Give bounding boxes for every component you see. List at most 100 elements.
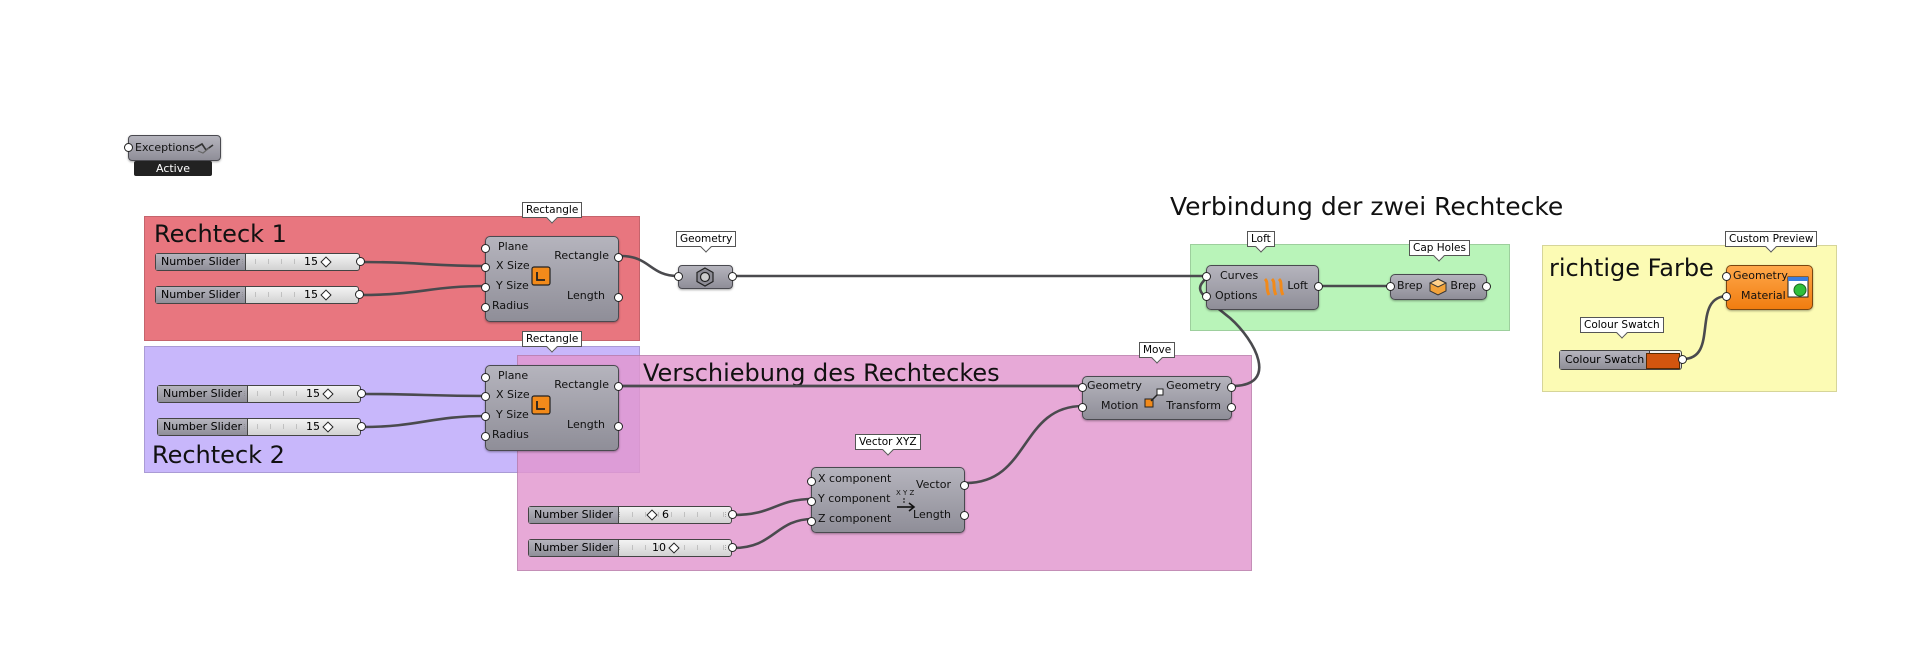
number-slider[interactable]: Number Slider 10 <box>528 539 737 557</box>
input-pin[interactable] <box>481 373 490 382</box>
output-pin[interactable] <box>1227 383 1236 392</box>
rectangle-icon <box>531 266 551 286</box>
input-z-component: Z component <box>818 512 892 525</box>
input-pin[interactable] <box>1202 292 1211 301</box>
input-motion: Motion <box>1101 399 1139 412</box>
input-pin[interactable] <box>481 412 490 421</box>
number-slider[interactable]: Number Slider 15 <box>155 286 364 304</box>
wire-slider5-ycomp <box>732 497 814 517</box>
slider-label: Number Slider <box>156 254 247 270</box>
move-component[interactable]: Geometry Motion Geometry Transform <box>1078 376 1236 420</box>
swatch-color[interactable] <box>1646 353 1680 369</box>
slider-knob[interactable] <box>322 388 334 400</box>
slider-value: 10 <box>652 541 666 554</box>
input-plane: Plane <box>498 240 529 253</box>
input-pin[interactable] <box>481 283 490 292</box>
input-pin[interactable] <box>481 392 490 401</box>
loft-component[interactable]: Curves Options Loft <box>1202 265 1323 310</box>
output-pin[interactable] <box>357 389 366 398</box>
input-pin[interactable] <box>481 263 490 272</box>
output-pin[interactable] <box>728 272 737 281</box>
input-pin[interactable] <box>807 477 816 486</box>
input-pin[interactable] <box>1722 272 1731 281</box>
slider-label: Number Slider <box>156 287 247 303</box>
output-pin[interactable] <box>614 253 623 262</box>
input-x-component: X component <box>818 472 892 485</box>
geometry-parameter[interactable] <box>674 265 737 289</box>
input-pin[interactable] <box>481 432 490 441</box>
output-length: Length <box>913 508 951 521</box>
output-pin[interactable] <box>728 510 737 519</box>
slider-knob[interactable] <box>320 289 332 301</box>
custom-preview-component[interactable]: Geometry Material <box>1722 265 1813 310</box>
slider-value: 15 <box>306 420 320 433</box>
input-pin[interactable] <box>1722 292 1731 301</box>
wire-slider4-ysize <box>361 414 488 429</box>
output-pin[interactable] <box>1314 282 1323 291</box>
output-length: Length <box>567 418 605 431</box>
group-title-verbindung: Verbindung der zwei Rechtecke <box>1170 192 1564 221</box>
tag-cap-holes: Cap Holes <box>1409 240 1470 256</box>
tag-vector-xyz: Vector XYZ <box>855 434 921 450</box>
number-slider[interactable]: Number Slider 15 <box>157 418 366 436</box>
output-brep: Brep <box>1450 279 1476 292</box>
move-icon <box>1144 388 1164 408</box>
output-pin[interactable] <box>614 422 623 431</box>
output-pin[interactable] <box>1482 282 1491 291</box>
input-geometry: Geometry <box>1087 379 1142 392</box>
wire-slider1-xsize <box>360 260 488 268</box>
cap-holes-component[interactable]: Brep Brep <box>1386 274 1491 300</box>
output-pin[interactable] <box>960 481 969 490</box>
slider-label: Number Slider <box>158 419 249 435</box>
input-pin[interactable] <box>674 272 683 281</box>
rectangle-component-1[interactable]: Plane X Size Y Size Radius Rectangle Len… <box>481 236 623 322</box>
input-pin[interactable] <box>124 143 133 152</box>
wire-slider2-ysize <box>359 284 488 297</box>
loft-icon <box>1263 277 1285 296</box>
output-pin[interactable] <box>357 422 366 431</box>
output-pin[interactable] <box>728 543 737 552</box>
output-pin[interactable] <box>614 382 623 391</box>
tag-rectangle-2: Rectangle <box>522 331 583 347</box>
number-slider[interactable]: Number Slider 6 <box>528 506 737 524</box>
input-pin[interactable] <box>1078 383 1087 392</box>
output-pin[interactable] <box>614 293 623 302</box>
exceptions-component[interactable]: Exceptions <box>124 135 221 161</box>
slider-knob[interactable] <box>322 421 334 433</box>
number-slider[interactable]: Number Slider 15 <box>157 385 366 403</box>
colour-swatch-component[interactable]: Colour Swatch <box>1559 350 1687 370</box>
swatch-label: Colour Swatch <box>1560 351 1651 369</box>
input-pin[interactable] <box>481 303 490 312</box>
rectangle-component-2[interactable]: Plane X Size Y Size Radius Rectangle Len… <box>481 365 623 451</box>
input-y-size: Y Size <box>496 408 529 421</box>
input-pin[interactable] <box>1202 272 1211 281</box>
input-brep: Brep <box>1397 279 1423 292</box>
wire-rect1-geometry <box>620 254 679 278</box>
input-pin[interactable] <box>481 244 490 253</box>
input-options: Options <box>1215 289 1258 302</box>
input-curves: Curves <box>1220 269 1259 282</box>
input-pin[interactable] <box>807 497 816 506</box>
output-pin[interactable] <box>960 511 969 520</box>
input-geometry: Geometry <box>1733 269 1788 282</box>
input-pin[interactable] <box>807 517 816 526</box>
number-slider[interactable]: Number Slider 15 <box>155 253 365 271</box>
input-pin[interactable] <box>1078 403 1087 412</box>
vector-xyz-component[interactable]: X component Y component Z component X Y … <box>807 467 969 533</box>
wire-vector-move <box>965 404 1084 485</box>
geometry-param-icon <box>696 267 714 287</box>
input-pin[interactable] <box>1386 282 1395 291</box>
exceptions-icon <box>194 142 214 154</box>
output-pin[interactable] <box>356 257 365 266</box>
slider-knob[interactable] <box>320 256 332 268</box>
exceptions-status: Active <box>134 161 212 176</box>
output-pin[interactable] <box>355 290 364 299</box>
output-pin[interactable] <box>1678 355 1687 364</box>
output-pin[interactable] <box>1227 403 1236 412</box>
tag-rectangle-1: Rectangle <box>522 202 583 218</box>
group-title: Verschiebung des Rechteckes <box>643 359 1000 387</box>
slider-label: Number Slider <box>529 507 620 523</box>
slider-value: 15 <box>304 255 318 268</box>
